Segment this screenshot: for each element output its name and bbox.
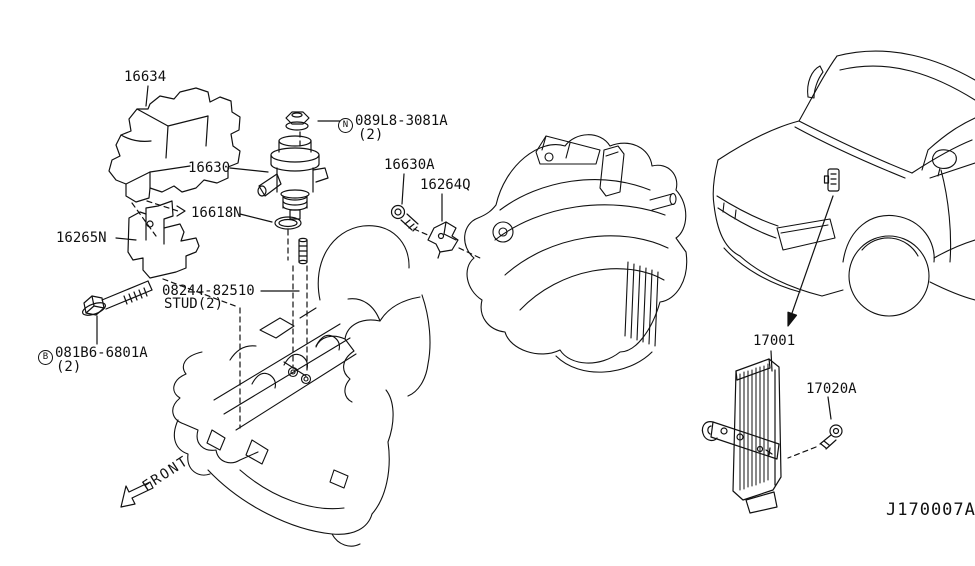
label-module-screw: 17020A (806, 381, 857, 397)
label-stud-note: STUD(2) (164, 296, 224, 312)
module-location-icon (825, 169, 840, 191)
vehicle-sketch (713, 51, 975, 316)
label-stud: 08244-82510 (162, 283, 255, 299)
engine-block-drawing (173, 226, 430, 546)
clip-16264Q-drawing (428, 222, 458, 258)
bolt-drawing (81, 281, 152, 318)
diagram-code: J170007A (886, 500, 975, 520)
oring-drawing (275, 217, 301, 229)
label-bracket: 16265N (56, 230, 107, 246)
label-bolt-number: 081B6-6801A (55, 345, 148, 361)
label-module: 17001 (753, 333, 796, 349)
open-arrowhead (177, 206, 185, 216)
pump-16630-drawing (258, 136, 328, 219)
location-arrow (788, 196, 833, 326)
bracket-16265N-drawing (128, 201, 199, 278)
intake-manifold-drawing (465, 135, 687, 372)
cover-16634-drawing (109, 88, 240, 202)
circled-n-icon: N (338, 118, 353, 133)
label-oring: 16618N (191, 205, 242, 221)
label-pump: 16630 (188, 160, 231, 176)
stud-drawing (299, 238, 307, 263)
label-nut-qty: (2) (358, 127, 384, 143)
screw-16630A-drawing (392, 206, 419, 232)
label-cover: 16634 (124, 69, 167, 85)
nut-drawing (286, 112, 309, 130)
screw-17020A-drawing (820, 425, 842, 449)
leader-lines (97, 86, 831, 419)
label-pump-bolt: 16630A (384, 157, 435, 173)
label-bolt-qty: (2) (56, 359, 82, 375)
label-nut-number: 089L8-3081A (355, 113, 448, 129)
fpcm-17001-drawing (702, 359, 781, 513)
front-arrow-icon (121, 482, 153, 507)
circled-b-icon: B (38, 350, 53, 365)
label-clip: 16264Q (420, 177, 471, 193)
